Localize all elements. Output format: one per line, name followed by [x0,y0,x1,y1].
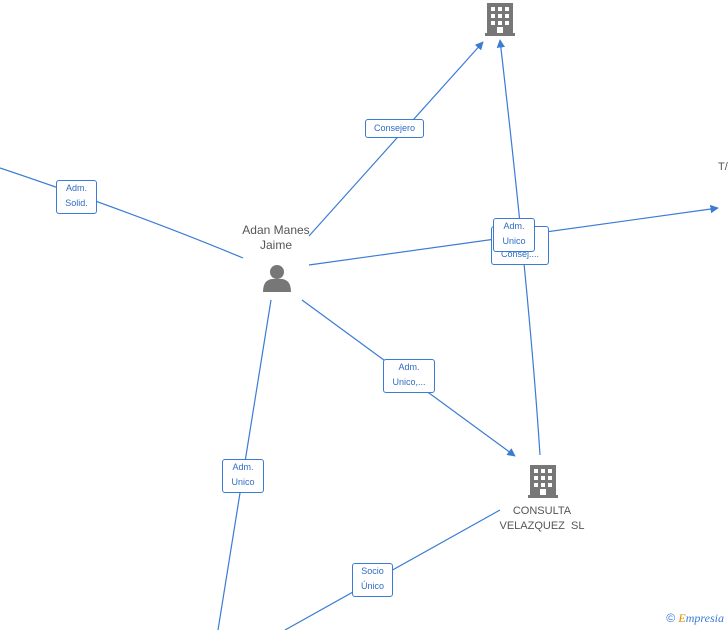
building-icon[interactable] [485,3,515,36]
edge-label-adm-unico-front[interactable]: Adm. Unico [493,218,535,252]
person-icon[interactable] [263,265,291,292]
company-name-line1: CONSULTA [512,505,572,517]
edge-consulta-to-top[interactable] [496,39,541,456]
edge-adm-solid[interactable] [0,167,244,259]
brand-logo-initial: E [678,611,686,625]
edge-label-adm-solid[interactable]: Adm. Solid. [56,180,97,214]
company-name-line2: VELAZQUEZ SL [499,520,585,532]
edge-label-text: Unico [502,236,526,246]
building-icon[interactable] [528,465,558,498]
person-name-line2: Jaime [259,238,292,252]
edge-label-text: Consej.... [500,249,540,259]
edge-label-text: Unico,... [392,377,426,387]
company-right-name-fragment[interactable]: T/ [718,161,728,173]
edge-label-socio-unico[interactable]: Socio Único [352,563,393,597]
edge-label-text: Adm. [232,462,254,472]
copyright-icon: © [666,611,676,625]
brand-logo-text: mpresia [685,611,724,625]
edge-label-text: Unico [231,477,255,487]
edge-consejero[interactable] [308,41,484,237]
person-name[interactable]: Adan Manes Jaime [234,223,318,253]
edge-label-text: Solid. [65,198,88,208]
edge-label-text: Único [360,581,384,591]
edge-label-text: Consejero [373,123,416,133]
edge-label-consejero[interactable]: Consejero [365,119,424,138]
edge-label-text: Adm. [65,183,87,193]
edge-label-text: Socio [361,566,384,576]
edge-label-text: Adm. [503,221,525,231]
edge-label-adm-unico-dots[interactable]: Adm. Unico,... [383,359,435,393]
edge-label-text: Adm. [398,362,420,372]
company-consulta-name[interactable]: CONSULTA VELAZQUEZ SL [492,504,592,534]
person-name-line1: Adan Manes [242,223,310,237]
edge-label-adm-unico-left[interactable]: Adm. Unico [222,459,264,493]
copyright-footer: © Empresia [666,611,724,626]
